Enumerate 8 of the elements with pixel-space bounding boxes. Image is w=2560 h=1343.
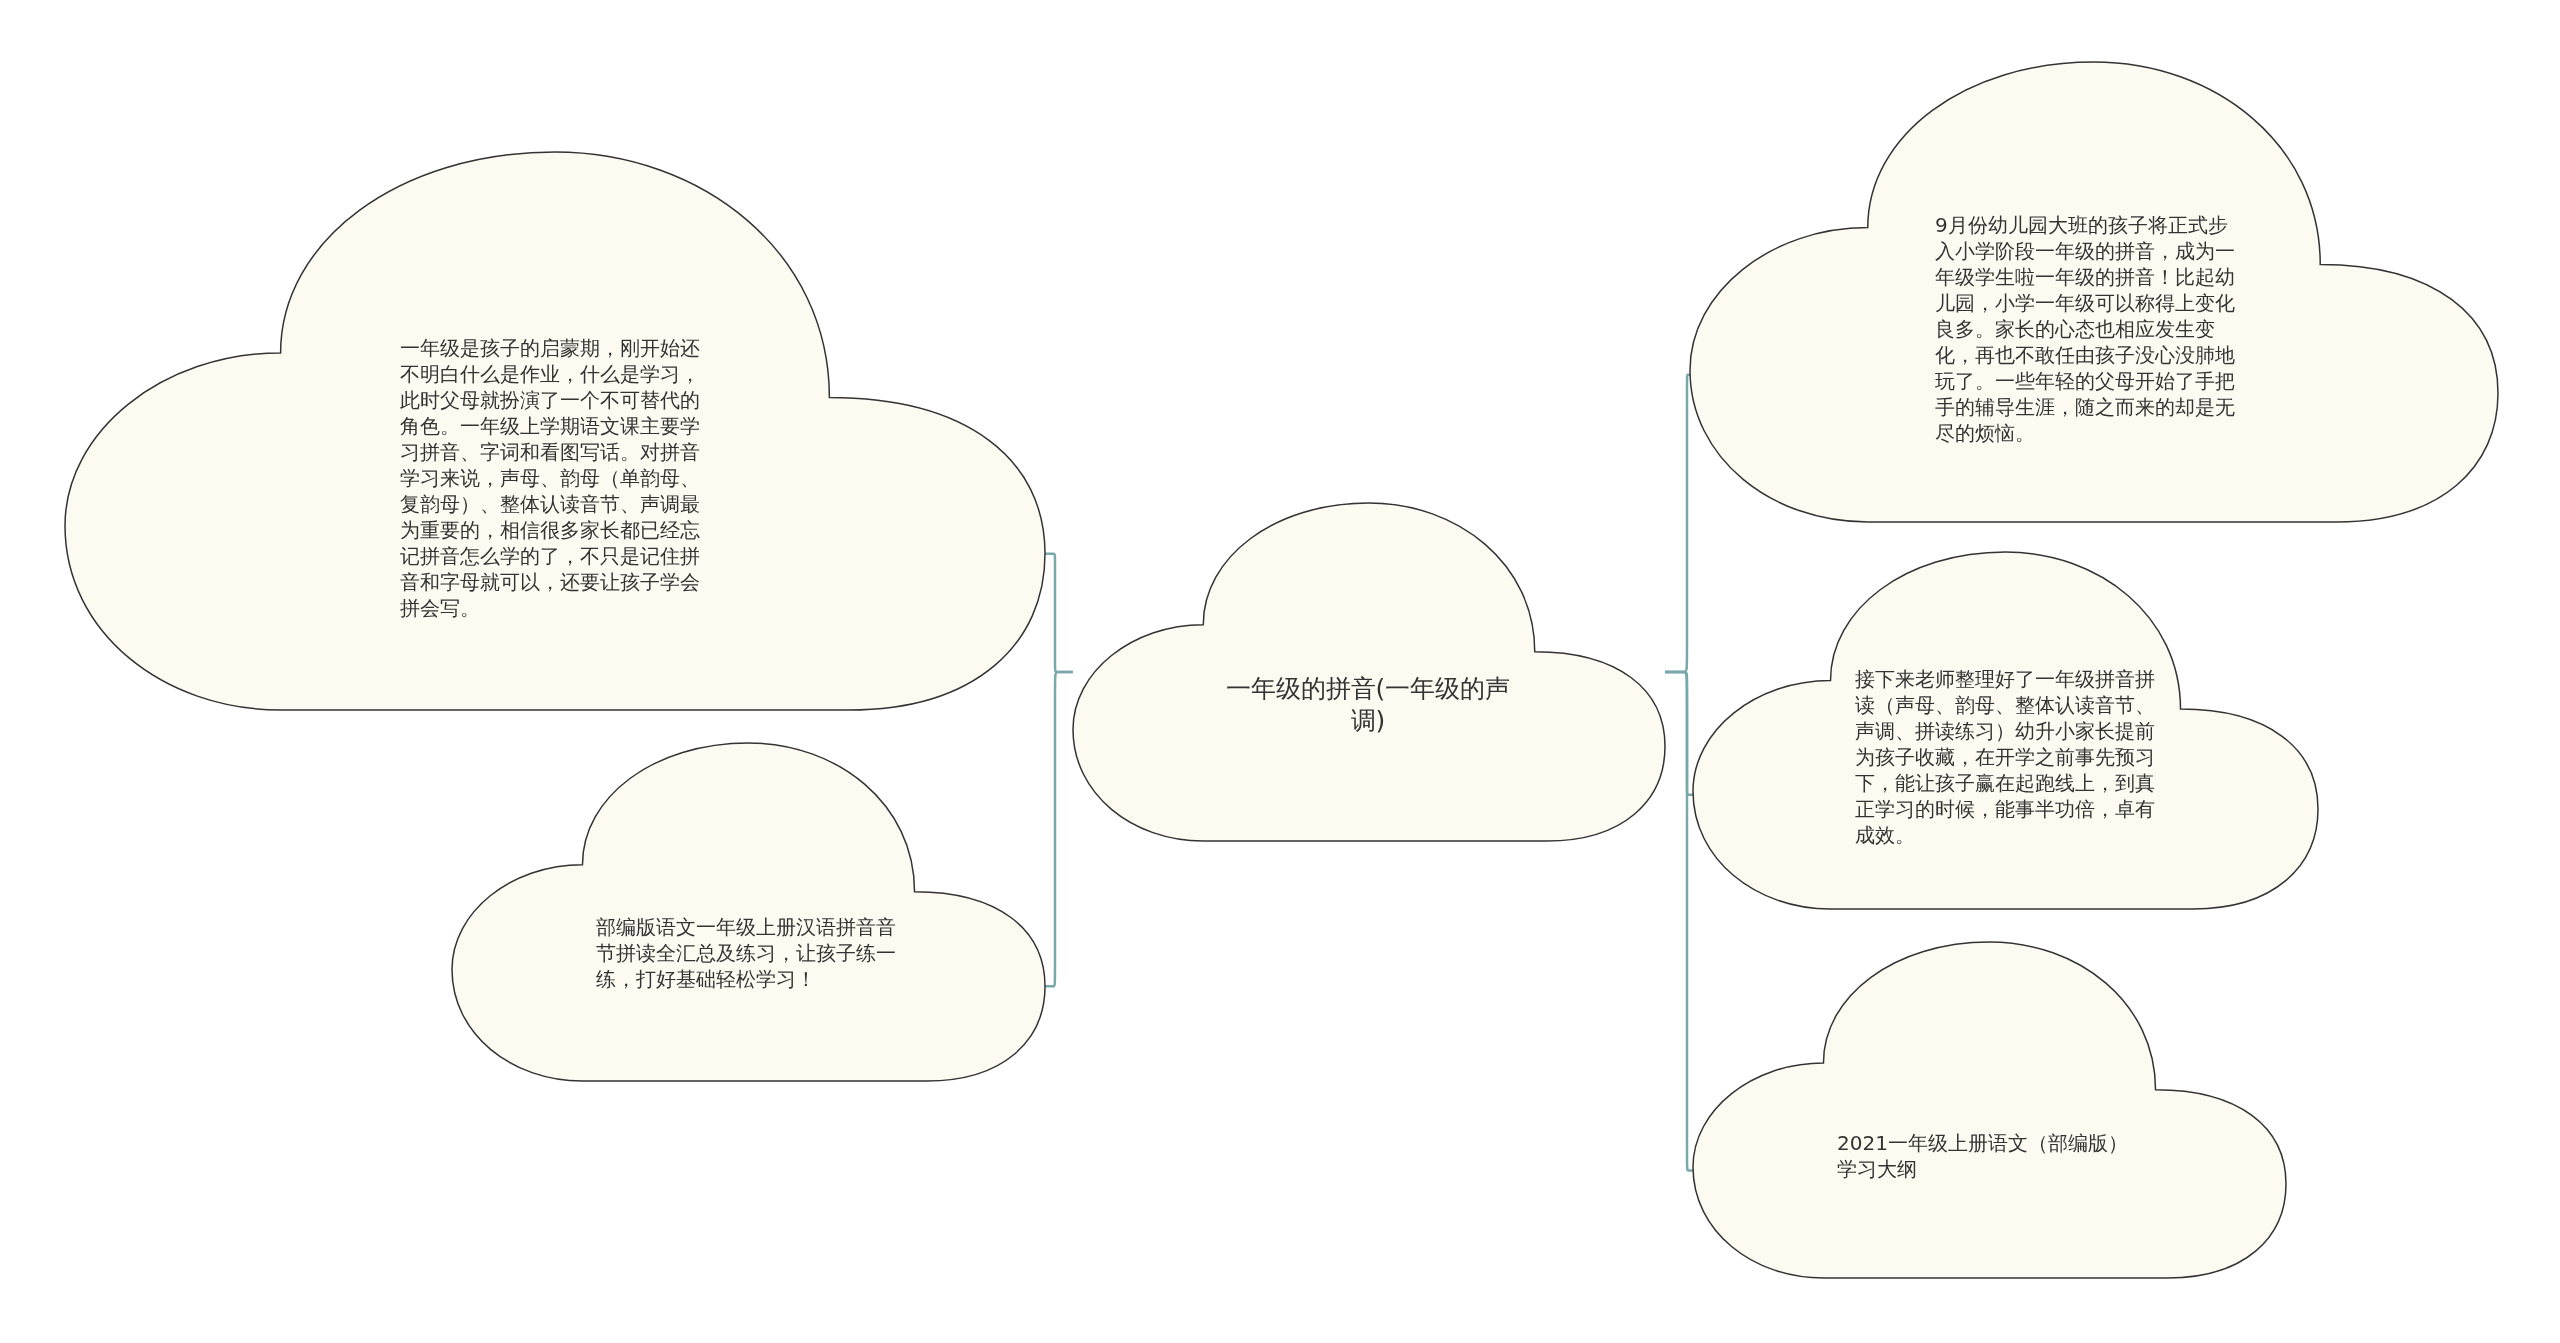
note-text: 9月份幼儿园大班的孩子将正式步入小学阶段一年级的拼音，成为一年级学生啦一年级的拼音！比起幼儿园，小学一年级可以称得上变化良多。家长的心态也相应发生变化，再也不敢任由孩子没心没肺地玩了。一些年轻的父母开始了手把手的辅导生涯，随之而来的却是无尽的烦恼。 [1935,212,2236,446]
connector-line [1045,670,1073,988]
note-text: 2021一年级上册语文（部编版）学习大纲 [1837,1130,2129,1182]
note-text: 接下来老师整理好了一年级拼音拼读（声母、韵母、整体认读音节、声调、拼读练习）幼升小家长提前为孩子收藏，在开学之前事先预习下，能让孩子赢在起跑线上，到真正学习的时候，能事半功倍，卓有成效。 [1855,666,2156,848]
topic-text: 一年级的拼音(一年级的声调) [1224,673,1512,737]
note-text: 一年级是孩子的启蒙期，刚开始还不明白什么是作业，什么是学习，此时父母就扮演了一个不可替代的角色。一年级上学期语文课主要学习拼音、字词和看图写话。对拼音学习来说，声母、韵母（单韵母、复韵母）、整体认读音节、声调最为重要的，相信很多家长都已经忘记拼音怎么学的了，不只是记住拼音和字母就可以，还要让孩子学会拼会写。 [400,335,701,621]
connector-line [1665,670,1694,1172]
note-text: 部编版语文一年级上册汉语拼音音节拼读全汇总及练习，让孩子练一练，打好基础轻松学习！ [596,914,896,992]
